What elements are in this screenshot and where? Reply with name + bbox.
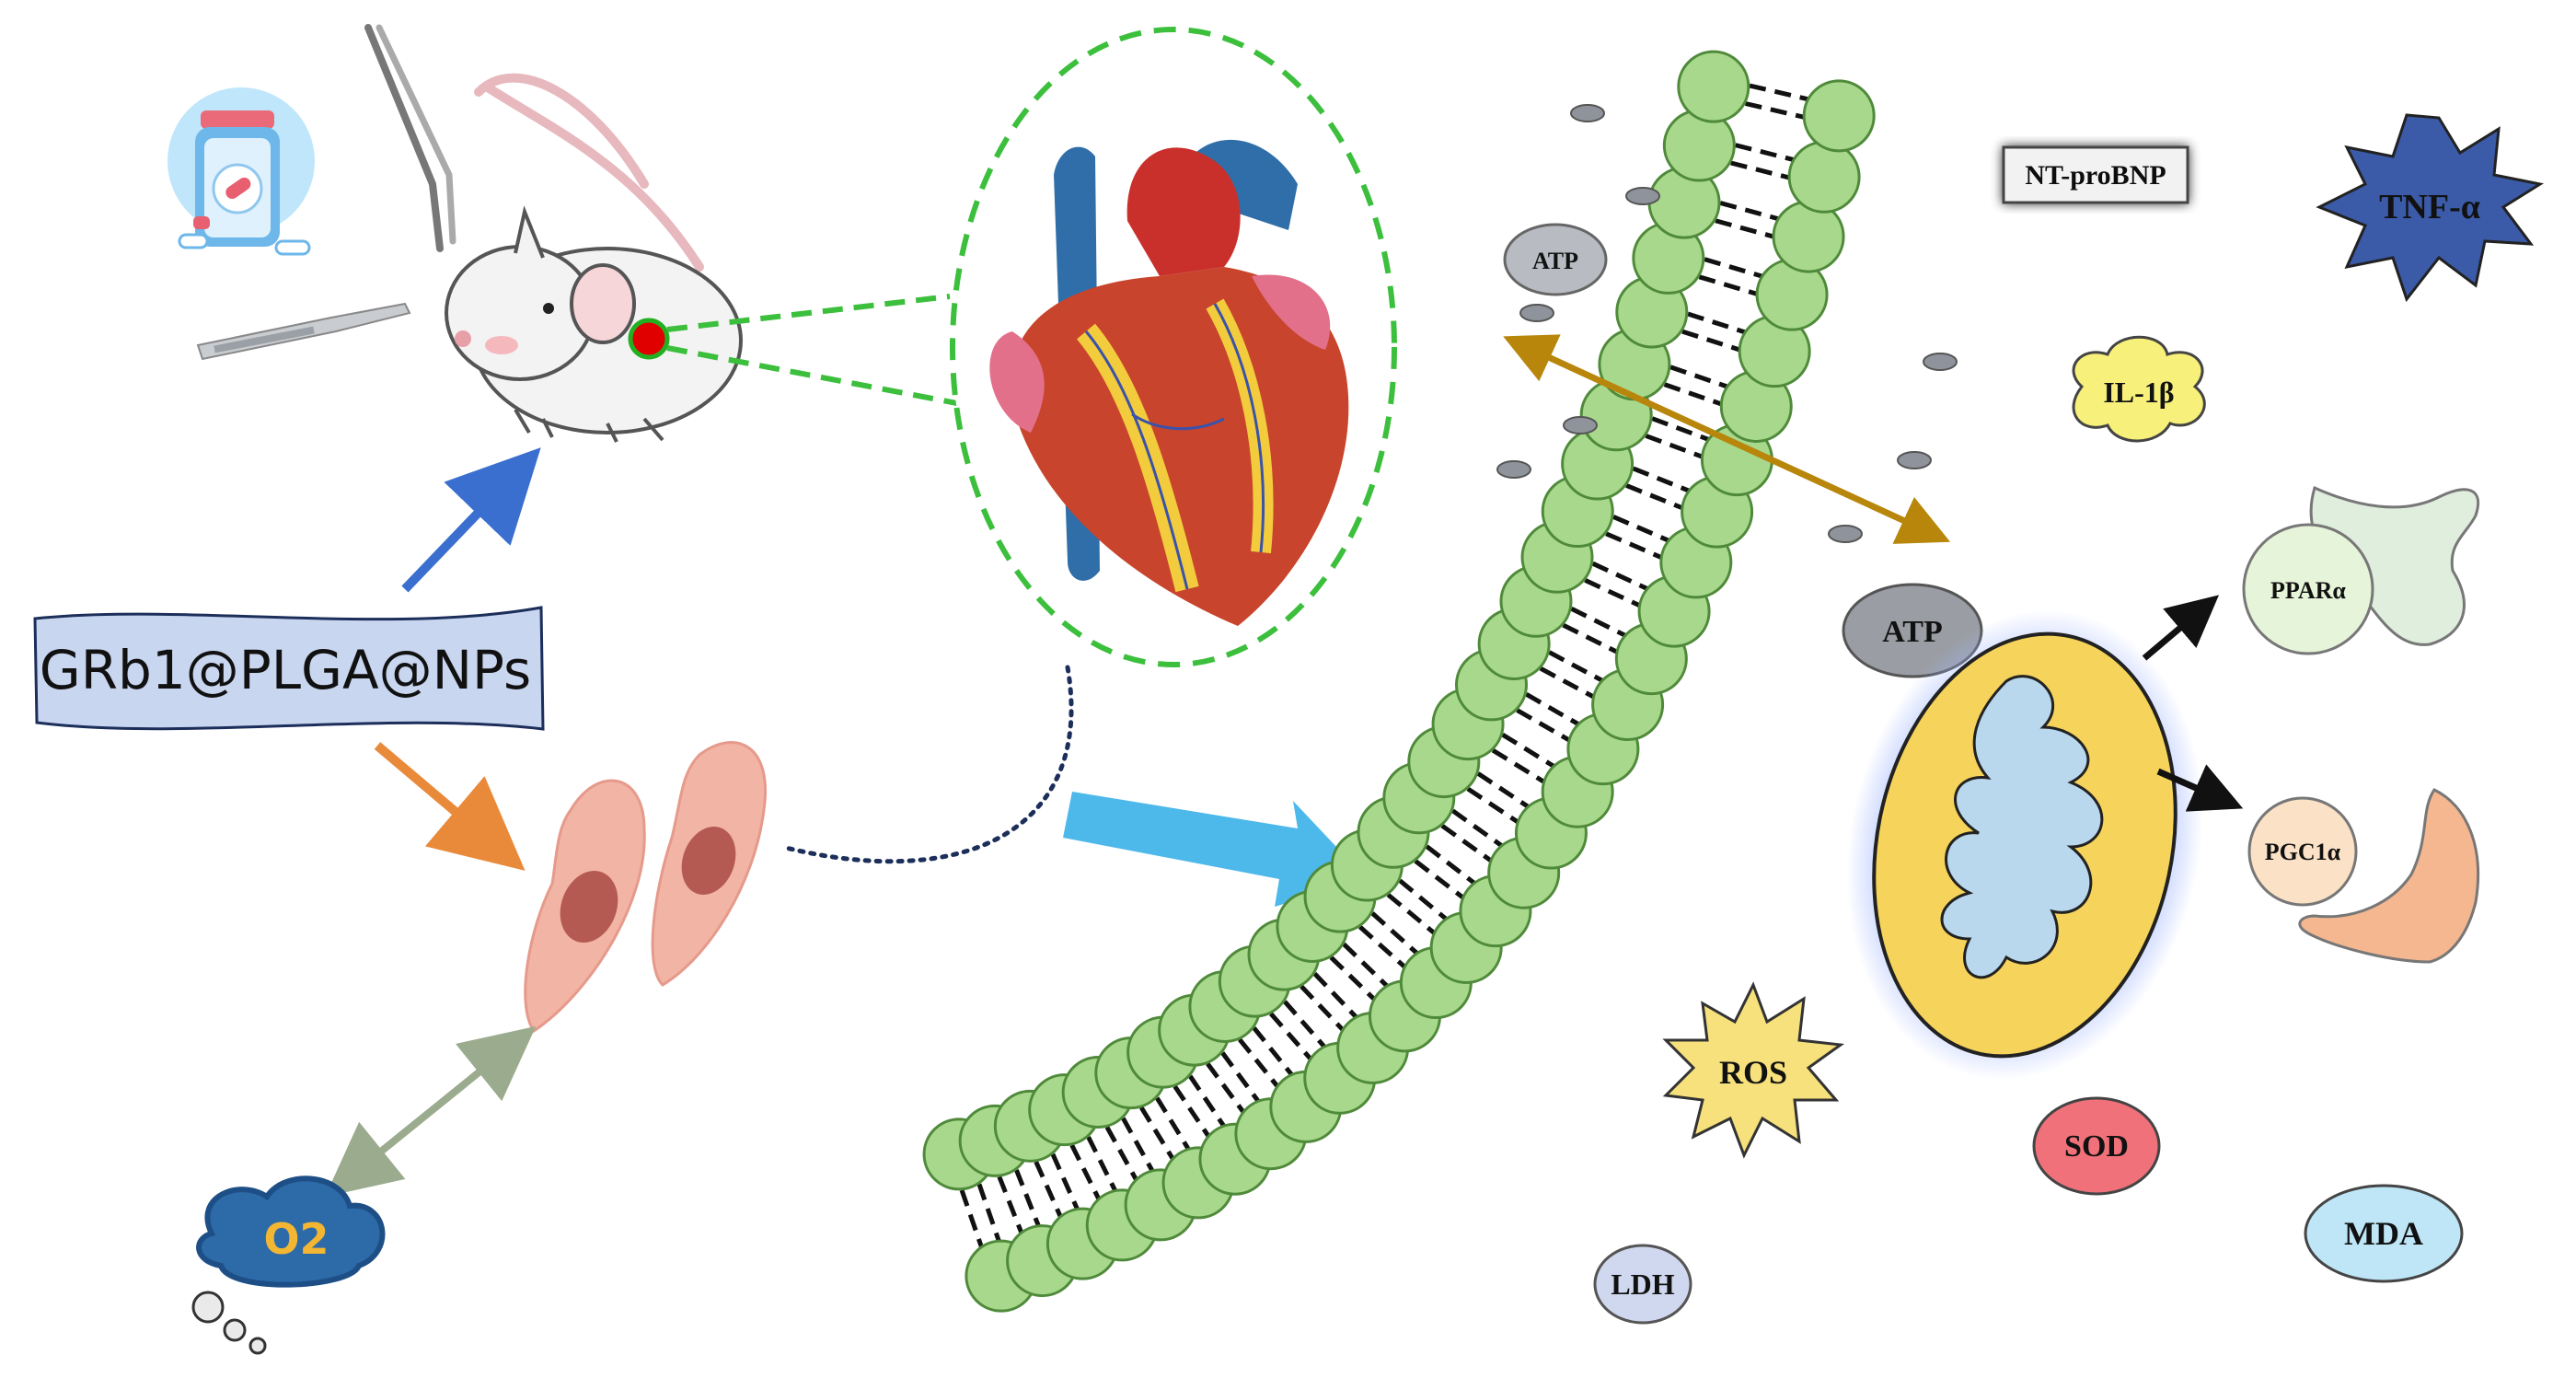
atp-small-label: ATP [1532,248,1578,274]
mda-badge: MDA [2304,1184,2464,1283]
lipid-head [1677,50,1750,123]
lipid-head [1802,79,1876,153]
heart-projection-lines [666,294,967,408]
nanoparticle-label: GRb1@PLGA@NPs [40,639,531,701]
ppara-badge: PPARα [2242,485,2480,655]
ros-label: ROS [1719,1054,1787,1091]
il1b-badge: IL-1β [2072,335,2206,443]
arrow-cells-oxygen [325,1025,537,1198]
ntprobnp-label: NT-proBNP [2025,160,2166,191]
heart-illustration [950,27,1397,667]
nanoparticle-label-box: GRb1@PLGA@NPs [33,606,545,731]
mitochondrion-icon [1846,609,2203,1081]
ppara-label: PPARα [2270,577,2346,604]
mouse-icon [445,73,743,443]
mda-label: MDA [2344,1215,2423,1252]
large-cyan-arrow [1063,792,1367,907]
ldh-label: LDH [1611,1268,1674,1301]
ldh-badge: LDH [1593,1244,1692,1325]
oxygen-cloud-icon: O2 [191,1175,386,1355]
oxygen-label: O2 [263,1214,329,1264]
cardiomyocyte-cells [524,741,767,1034]
il1b-label: IL-1β [2103,376,2174,409]
small-particles [1496,104,1958,543]
arrow-to-pgc1a [2156,764,2244,812]
pgc1a-badge: PGC1α [2247,788,2480,964]
arrow-to-mouse [401,447,541,593]
tnf-alpha-label: TNF-α [2379,188,2480,226]
pgc1a-label: PGC1α [2265,839,2341,865]
sod-badge: SOD [2032,1096,2161,1196]
arrow-to-ppara [2142,595,2220,661]
arrow-to-cells [374,742,526,871]
ntprobnp-badge: NT-proBNP [2002,145,2189,204]
ros-badge: ROS [1662,981,1845,1159]
atp-small-badge: ATP [1503,223,1608,296]
lipid-head [1787,140,1861,214]
transport-arrow [1503,334,1951,544]
scalpel-icon [196,302,411,361]
atp-label: ATP [1882,615,1942,649]
dotted-connector [780,665,1074,864]
medicine-bottle-icon [167,87,315,256]
forceps-icon [364,24,456,252]
tnf-alpha-badge: TNF-α [2316,113,2544,303]
sod-label: SOD [2064,1129,2129,1164]
